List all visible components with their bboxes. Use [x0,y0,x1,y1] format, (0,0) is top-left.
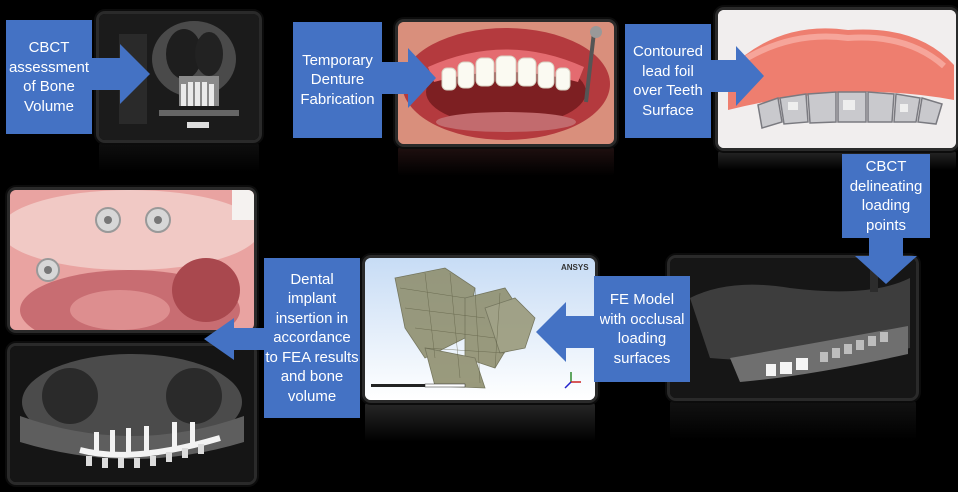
arrow-down-icon [855,236,917,284]
arrow-right-icon [708,46,764,106]
implant-abutments-photo [10,190,254,330]
step-label: CBCT assessment of Bone Volume [9,38,89,116]
step-label: Dental implant insertion in accordance t… [265,270,358,407]
step-label: Temporary Denture Fabrication [300,51,374,110]
step-cbct-assessment: CBCT assessment of Bone Volume [6,20,92,134]
step-cbct-loading: CBCT delineating loading points [842,154,930,238]
step-implant-insertion: Dental implant insertion in accordance t… [264,258,360,418]
step-label: FE Model with occlusal loading surfaces [599,290,684,368]
photo-reflection [670,400,916,440]
step-fe-model: FE Model with occlusal loading surfaces [594,276,690,382]
ansys-logo-text: ANSYS [561,263,589,272]
arrow-left-icon [204,318,274,360]
step-label: Contoured lead foil over Teeth Surface [633,42,703,120]
panoramic-radiograph-image [10,346,254,482]
photo-reflection [398,146,614,176]
arrow-right-icon [90,44,150,104]
arrow-left-icon [536,302,600,362]
photo-reflection [365,402,595,442]
step-temporary-denture: Temporary Denture Fabrication [293,22,382,138]
step-label: CBCT delineating loading points [850,157,923,235]
photo-reflection [99,142,259,172]
arrow-right-icon [380,48,436,108]
step-lead-foil: Contoured lead foil over Teeth Surface [625,24,711,138]
